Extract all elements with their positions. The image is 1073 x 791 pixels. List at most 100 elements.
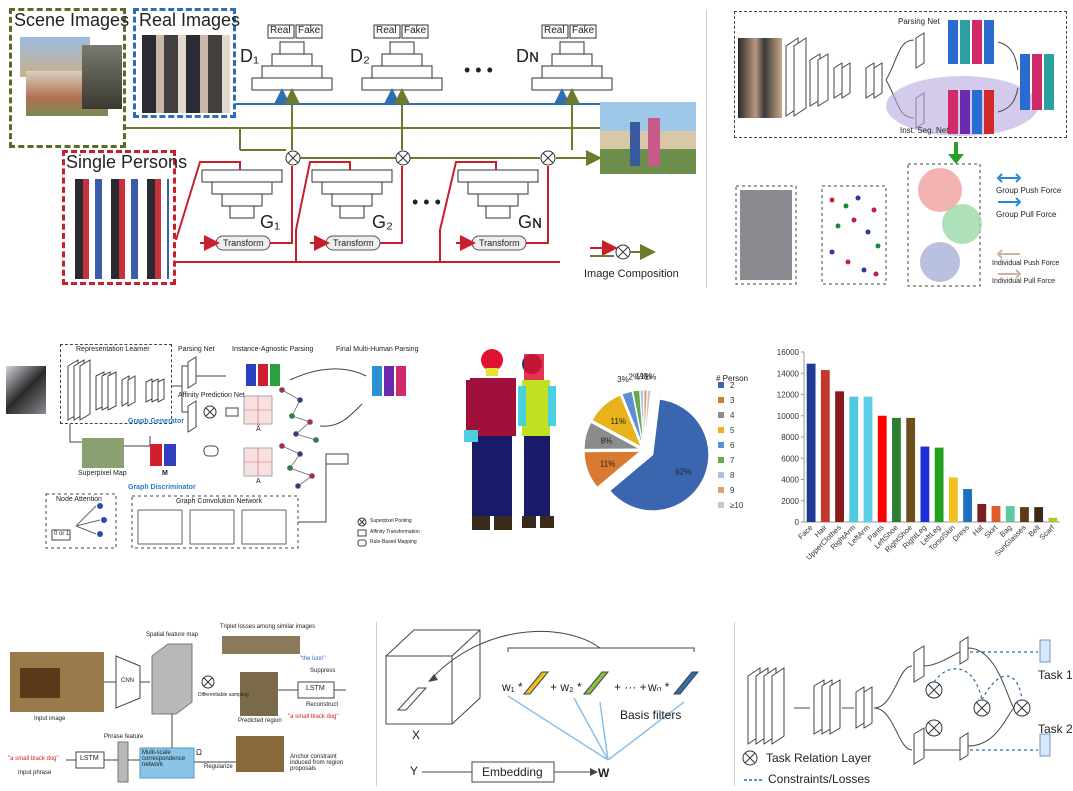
panel-basis-filters: X Y Embedding W w₁ * + w₂ * + ··· + wₙ *… <box>378 612 718 786</box>
real-photo-grid <box>142 35 230 113</box>
bar-Pants <box>877 415 887 522</box>
y-label: Y <box>410 764 419 778</box>
dots-top: • • • <box>464 60 493 80</box>
pie-slice-2 <box>609 398 710 512</box>
omega-label: Ω <box>196 748 202 757</box>
panel-gan-composition: Scene Images Real Images Single Persons <box>0 0 700 290</box>
image-composition-label: Image Composition <box>584 268 679 280</box>
pie-legend-swatch-5 <box>718 427 724 433</box>
person-photos <box>71 179 169 279</box>
gan-diagram <box>126 24 656 263</box>
task1-label: Task 1 <box>1038 668 1073 682</box>
pie-value-label-3: 11% <box>600 459 615 468</box>
pie-value-label-7: 2% <box>629 373 641 382</box>
filter-blue <box>672 671 700 695</box>
embedding-label: Embedding <box>482 765 543 779</box>
bar-y-tick-12000: 12000 <box>777 391 800 400</box>
real-images-box <box>133 8 236 118</box>
diff-sampling-label: Differentiable sampling <box>198 692 249 698</box>
m-label: M <box>162 470 168 477</box>
scene-images-box <box>9 8 126 148</box>
pie-legend-swatch-6 <box>718 442 724 448</box>
panel-graph-parsing: Representation Learner Parsing Net Insta… <box>0 336 432 552</box>
bar-LeftShoe <box>892 417 901 522</box>
annotated-people-figure <box>464 349 556 530</box>
g1-label: G₁ <box>260 212 281 232</box>
relation-node-1 <box>925 681 943 699</box>
spatial-map-label: Spatial feature map <box>146 632 199 638</box>
pie-legend-label-5: 5 <box>730 426 735 435</box>
pie-legend-swatch-9 <box>718 487 724 493</box>
single-persons-label: Single Persons <box>66 152 188 172</box>
pie-value-label-≥10: 1% <box>645 372 657 381</box>
real-label-n: Real <box>544 25 565 36</box>
bar-y-tick-16000: 16000 <box>777 348 800 357</box>
bar-RightLeg <box>920 446 930 522</box>
bar-y-tick-8000: 8000 <box>781 433 799 442</box>
cluster-blue <box>920 242 960 282</box>
task-relation-diagram <box>742 636 1051 781</box>
task2-label: Task 2 <box>1038 722 1073 736</box>
x-label: X <box>412 728 421 742</box>
panel-annotated-people <box>462 340 566 552</box>
msc-network-label: Multi-scale correspondence network <box>142 750 186 768</box>
inst-seg-net-label: Inst. Seg. Net <box>900 126 949 135</box>
legend-pool-icon <box>357 517 367 527</box>
bar-x-label-Face: Face <box>796 523 814 541</box>
relation-layer-label: Task Relation Layer <box>766 751 872 765</box>
wn-label: wₙ * <box>648 680 670 694</box>
pie-legend-swatch-4 <box>718 412 724 418</box>
cluster-green <box>942 204 982 244</box>
w1-label: w₁ * <box>502 680 523 694</box>
instance-agnostic-result <box>246 364 280 386</box>
embedding-points <box>829 195 881 277</box>
real-images-label: Real Images <box>139 10 241 30</box>
pie-value-label-6: 3% <box>617 375 629 384</box>
phrase-grounding-diagram <box>10 636 346 783</box>
transform-label-1: Transform <box>223 238 264 248</box>
individual-push-label: Individual Push Force <box>992 260 1060 267</box>
pie-value-label-2: 62% <box>675 467 691 476</box>
pie-legend-swatch-7 <box>718 457 724 463</box>
pie-legend-swatch-≥10 <box>718 502 724 508</box>
a-label: A <box>256 478 261 485</box>
rule-based-mapping-label: Rule-Based Mapping <box>370 539 417 545</box>
input-image-label: Input image <box>34 716 66 722</box>
bar-x-label-Dress: Dress <box>951 523 971 543</box>
suppress-label: Suppress <box>310 668 336 674</box>
pie-legend-label-≥10: ≥10 <box>730 501 744 510</box>
predicted-region-image <box>240 672 278 716</box>
m-silhouettes <box>150 444 176 466</box>
bar-y-tick-14000: 14000 <box>777 369 800 378</box>
instance-agnostic-label: Instance-Agnostic Parsing <box>232 346 314 353</box>
graph-parsing-diagram <box>45 356 406 549</box>
bar-LeftLeg <box>934 447 944 522</box>
bar-Dress <box>963 489 972 522</box>
transform-label-2: Transform <box>333 238 374 248</box>
small-black-dog-right: "a small black dog" <box>288 714 339 720</box>
triplet-label: Triplet losses among similar images <box>220 624 316 630</box>
top-dashed-box <box>734 11 1067 138</box>
individual-pull-label: Individual Pull Force <box>992 278 1056 285</box>
gcn-layers <box>137 509 287 545</box>
bar-SunGlasses <box>1020 507 1029 522</box>
composed-output-image <box>600 102 696 174</box>
parsing-network <box>735 20 1054 287</box>
pie-legend-label-4: 4 <box>730 411 735 420</box>
single-persons-box <box>62 150 176 285</box>
input-phrase-label: Input phrase <box>18 770 52 776</box>
transform-label-n: Transform <box>479 238 520 248</box>
filter-green <box>582 671 610 695</box>
dots-label: + ··· + <box>614 680 647 694</box>
diff-sampling-node <box>201 675 215 689</box>
panel-parsing-forces: Parsing Net Inst. Seg. Net Group Push Fo… <box>728 0 1067 290</box>
phrase-feature-bar <box>117 741 129 783</box>
pie-legend-label-7: 7 <box>730 456 735 465</box>
bar-Hair <box>820 370 830 522</box>
input-photo <box>738 38 782 118</box>
dots-bottom: • • • <box>412 192 441 212</box>
d1-label: D₁ <box>240 46 260 66</box>
bar-Hat <box>977 503 987 522</box>
bar-Skirt <box>991 506 1001 522</box>
